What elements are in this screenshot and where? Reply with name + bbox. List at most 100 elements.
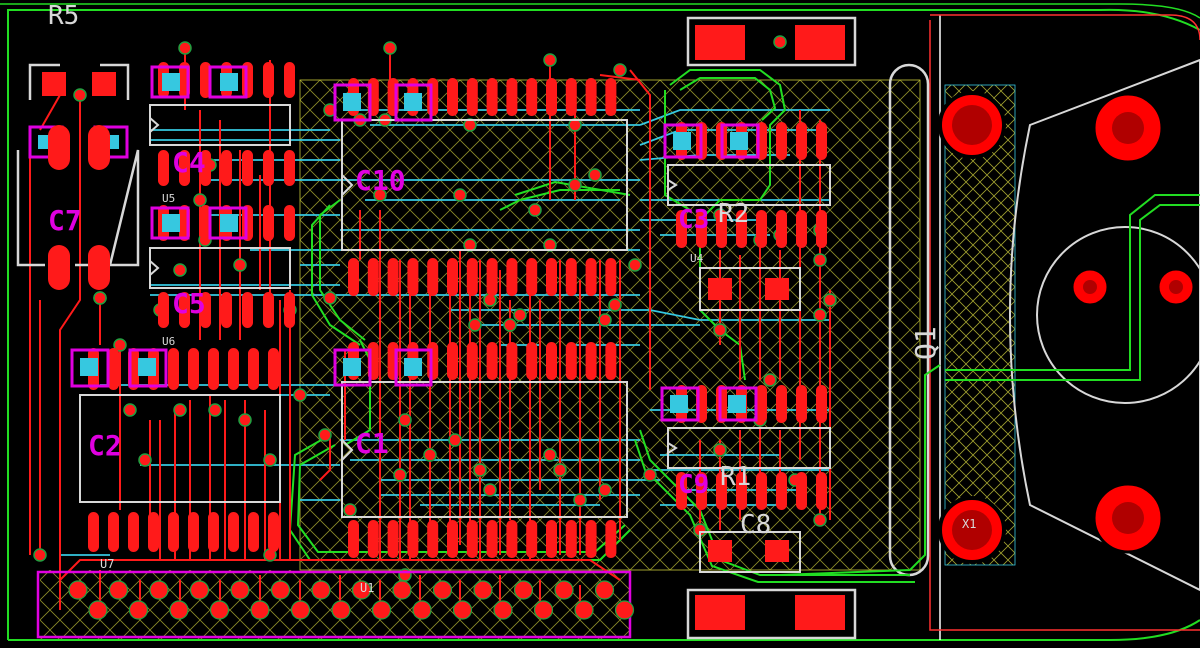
label-u5: U5 bbox=[162, 192, 175, 205]
ic-pad bbox=[776, 472, 787, 510]
ic-pad bbox=[796, 472, 807, 510]
label-c9: C9 bbox=[678, 470, 709, 500]
ic-c5-body bbox=[149, 247, 291, 289]
ic-pad bbox=[263, 62, 274, 98]
label-c3: C3 bbox=[678, 205, 709, 235]
ic-pad bbox=[179, 292, 190, 328]
connector-pin bbox=[351, 580, 372, 600]
ic-pad bbox=[716, 472, 727, 510]
ic-pad bbox=[263, 292, 274, 328]
ic-r2-body bbox=[667, 164, 831, 206]
connector-pin bbox=[209, 600, 230, 620]
ic-pad bbox=[168, 512, 179, 552]
ic-pad bbox=[427, 258, 439, 296]
ic-pad bbox=[188, 348, 199, 390]
ic-pad bbox=[158, 292, 169, 328]
ic-pad bbox=[263, 150, 274, 186]
label-c5: C5 bbox=[172, 287, 206, 320]
ic-pad bbox=[756, 210, 767, 248]
ic-pad bbox=[221, 150, 232, 186]
label-r2: R2 bbox=[718, 199, 749, 229]
ic-r1-body bbox=[667, 427, 831, 469]
ic-pad bbox=[816, 472, 827, 510]
ic-pad bbox=[268, 348, 279, 390]
connector-pin bbox=[230, 580, 250, 600]
ic-pad bbox=[526, 342, 538, 380]
ic-pad bbox=[284, 62, 295, 98]
ic-pad bbox=[268, 512, 279, 552]
ic-pad bbox=[565, 342, 577, 380]
board-outline bbox=[7, 8, 1200, 640]
ic-pad bbox=[506, 78, 518, 116]
c7-pad-b bbox=[88, 125, 110, 170]
ic-pad bbox=[546, 520, 557, 558]
label-c2: C2 bbox=[88, 429, 122, 462]
ic-pad bbox=[348, 520, 359, 558]
connector-pin bbox=[473, 580, 493, 600]
ic-pad bbox=[447, 78, 458, 116]
label-c8: C8 bbox=[740, 510, 771, 540]
ic-pad bbox=[367, 520, 379, 558]
x1-pad-bottom-hole bbox=[952, 510, 992, 550]
ic-pad bbox=[585, 258, 597, 296]
ic-pad bbox=[486, 78, 498, 116]
c7-pad-c bbox=[48, 245, 70, 290]
connector-pin bbox=[594, 580, 615, 600]
ic-pad bbox=[466, 520, 478, 558]
ic-pad bbox=[88, 512, 99, 552]
q1-pin-emitter-hole bbox=[1169, 280, 1183, 294]
ic-pad bbox=[158, 150, 169, 186]
ic-pad bbox=[776, 385, 787, 423]
q1-heatsink-outline bbox=[929, 20, 1200, 631]
ic-pad bbox=[736, 210, 747, 248]
ic-pad bbox=[348, 258, 359, 296]
ic-pad bbox=[387, 520, 399, 558]
ic-pad bbox=[716, 210, 727, 248]
r5-component[interactable] bbox=[28, 63, 130, 100]
ic-pad bbox=[605, 258, 617, 296]
ic-pad bbox=[605, 520, 617, 558]
connector-u7[interactable] bbox=[36, 570, 635, 639]
ic-pad bbox=[208, 348, 219, 390]
ic-pad bbox=[816, 122, 827, 160]
board-outline-bottom bbox=[8, 619, 1200, 641]
connector-pin bbox=[88, 600, 108, 620]
connector-pin bbox=[614, 600, 635, 620]
ic-pad bbox=[407, 258, 419, 296]
label-c4: C4 bbox=[172, 146, 206, 179]
ic-pad bbox=[546, 342, 557, 380]
ic-pad bbox=[447, 520, 458, 558]
ic-c9-body bbox=[699, 267, 801, 311]
connector-pin bbox=[270, 580, 291, 600]
ic-pad bbox=[367, 258, 379, 296]
c7-pad-d bbox=[88, 245, 110, 290]
c7-component[interactable] bbox=[16, 125, 140, 290]
ic-c10-body bbox=[341, 119, 628, 251]
connector-pin bbox=[533, 600, 554, 620]
ic-pad bbox=[486, 520, 498, 558]
ic-pad bbox=[676, 472, 687, 510]
ic-outlines bbox=[79, 104, 831, 573]
keepout-zone-q1 bbox=[944, 84, 1016, 566]
ic-pad bbox=[179, 150, 190, 186]
ic-pad bbox=[128, 512, 139, 552]
connector-pin bbox=[432, 580, 453, 600]
ic-pad bbox=[736, 472, 747, 510]
ic-pad bbox=[466, 78, 478, 116]
ic-pad bbox=[605, 78, 617, 116]
ic-pad bbox=[546, 258, 557, 296]
label-r1: R1 bbox=[720, 462, 751, 492]
ic-pad bbox=[221, 292, 232, 328]
ic-pad bbox=[796, 122, 807, 160]
ic-pad bbox=[565, 78, 577, 116]
ic-pad bbox=[565, 258, 577, 296]
r5-outline bbox=[28, 63, 130, 100]
connector-pin bbox=[331, 600, 351, 620]
ic-pad bbox=[585, 520, 597, 558]
ic-pad bbox=[776, 210, 787, 248]
ic-pad bbox=[200, 292, 211, 328]
ic-pad bbox=[208, 512, 219, 552]
ic-pad bbox=[284, 150, 295, 186]
label-u4: U4 bbox=[690, 252, 704, 265]
